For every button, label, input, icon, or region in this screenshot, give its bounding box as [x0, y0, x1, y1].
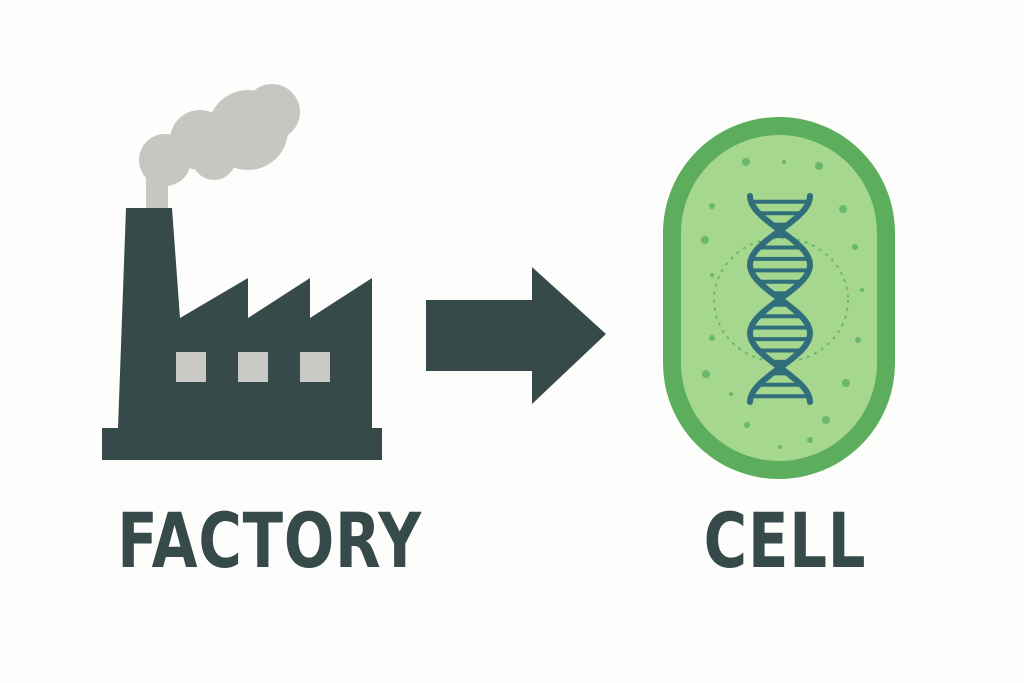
- cell-label: CELL: [703, 496, 867, 585]
- factory-label: FACTORY: [117, 496, 422, 585]
- cell-particles: [701, 158, 864, 449]
- nucleus-outline: [713, 237, 849, 363]
- factory-window: [300, 352, 330, 382]
- cell-icon: [663, 117, 895, 479]
- dna-icon: [746, 193, 814, 405]
- smoke-icon: [139, 84, 300, 214]
- right-arrow-icon: [426, 267, 606, 404]
- factory-window: [238, 352, 268, 382]
- factory-window: [176, 352, 206, 382]
- factory-icon: [102, 208, 382, 460]
